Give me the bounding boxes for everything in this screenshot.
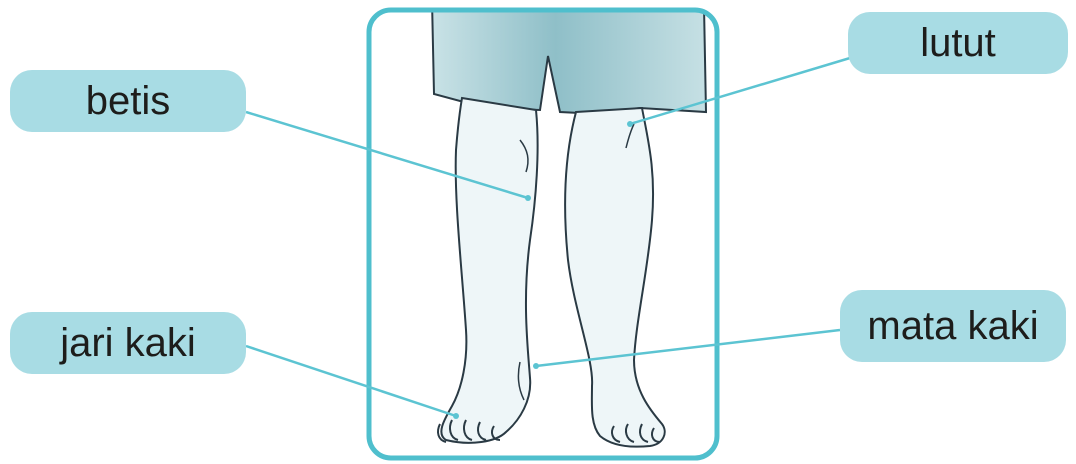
figure-group	[369, 0, 717, 458]
label-mata-kaki: mata kaki	[840, 290, 1066, 362]
label-jari-kaki: jari kaki	[10, 312, 246, 374]
label-lutut: lutut	[848, 12, 1068, 74]
label-betis: betis	[10, 70, 246, 132]
shorts-shape	[432, 0, 706, 114]
